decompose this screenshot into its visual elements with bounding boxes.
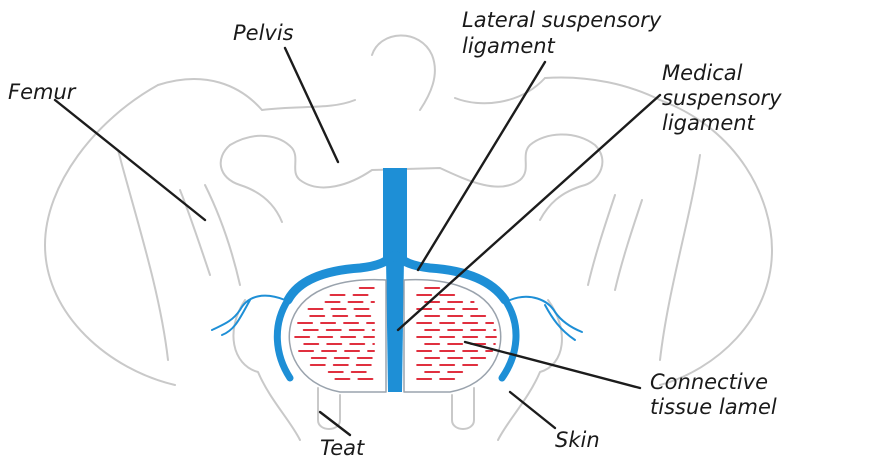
right-femur-outline [588, 195, 642, 290]
label-connective-line2: tissue lamel [650, 395, 777, 419]
right-teat-outline [452, 388, 474, 429]
right-thigh-outline [660, 100, 772, 385]
medial-ligament-trunk [383, 168, 407, 263]
medical-ligament-leader [398, 95, 660, 330]
pelvis-left-wing [221, 145, 282, 222]
left-lateral-ligament-side [277, 300, 290, 378]
right-inner-leg [660, 155, 700, 360]
left-branch-vessels [212, 296, 285, 335]
left-inner-leg [118, 150, 168, 360]
right-branch-vessels [510, 297, 582, 340]
label-lateral-line1: Lateral suspensory [462, 8, 662, 32]
label-medical-line3: ligament [662, 111, 756, 135]
pelvis-top-outline [262, 78, 545, 110]
label-connective-line1: Connective [650, 370, 768, 394]
tail-outline [372, 35, 435, 110]
left-connective-lamellae [295, 288, 374, 379]
label-femur: Femur [8, 80, 77, 104]
label-teat: Teat [320, 436, 365, 460]
pelvis-bone-outline [230, 134, 602, 220]
left-hip-outline [158, 79, 262, 110]
right-udder-half [404, 280, 501, 392]
label-medical-line1: Medical [662, 61, 743, 85]
left-femur-outline [180, 185, 240, 285]
left-lower-outline [233, 300, 300, 440]
left-udder-half [289, 280, 386, 392]
left-teat-outline [318, 388, 340, 429]
right-lateral-ligament-side [502, 300, 516, 378]
leader-lines [55, 48, 660, 435]
label-medical-line2: suspensory [662, 86, 782, 110]
label-pelvis: Pelvis [233, 21, 294, 45]
connective-lamel-leader [465, 342, 640, 388]
label-lateral-line2: ligament [462, 34, 556, 58]
right-hip-outline [545, 77, 660, 100]
teat-leader [320, 412, 350, 435]
medial-ligament-septum [386, 258, 404, 392]
femur-leader [55, 100, 205, 220]
label-skin: Skin [555, 428, 600, 452]
left-thigh-outline [45, 85, 175, 385]
